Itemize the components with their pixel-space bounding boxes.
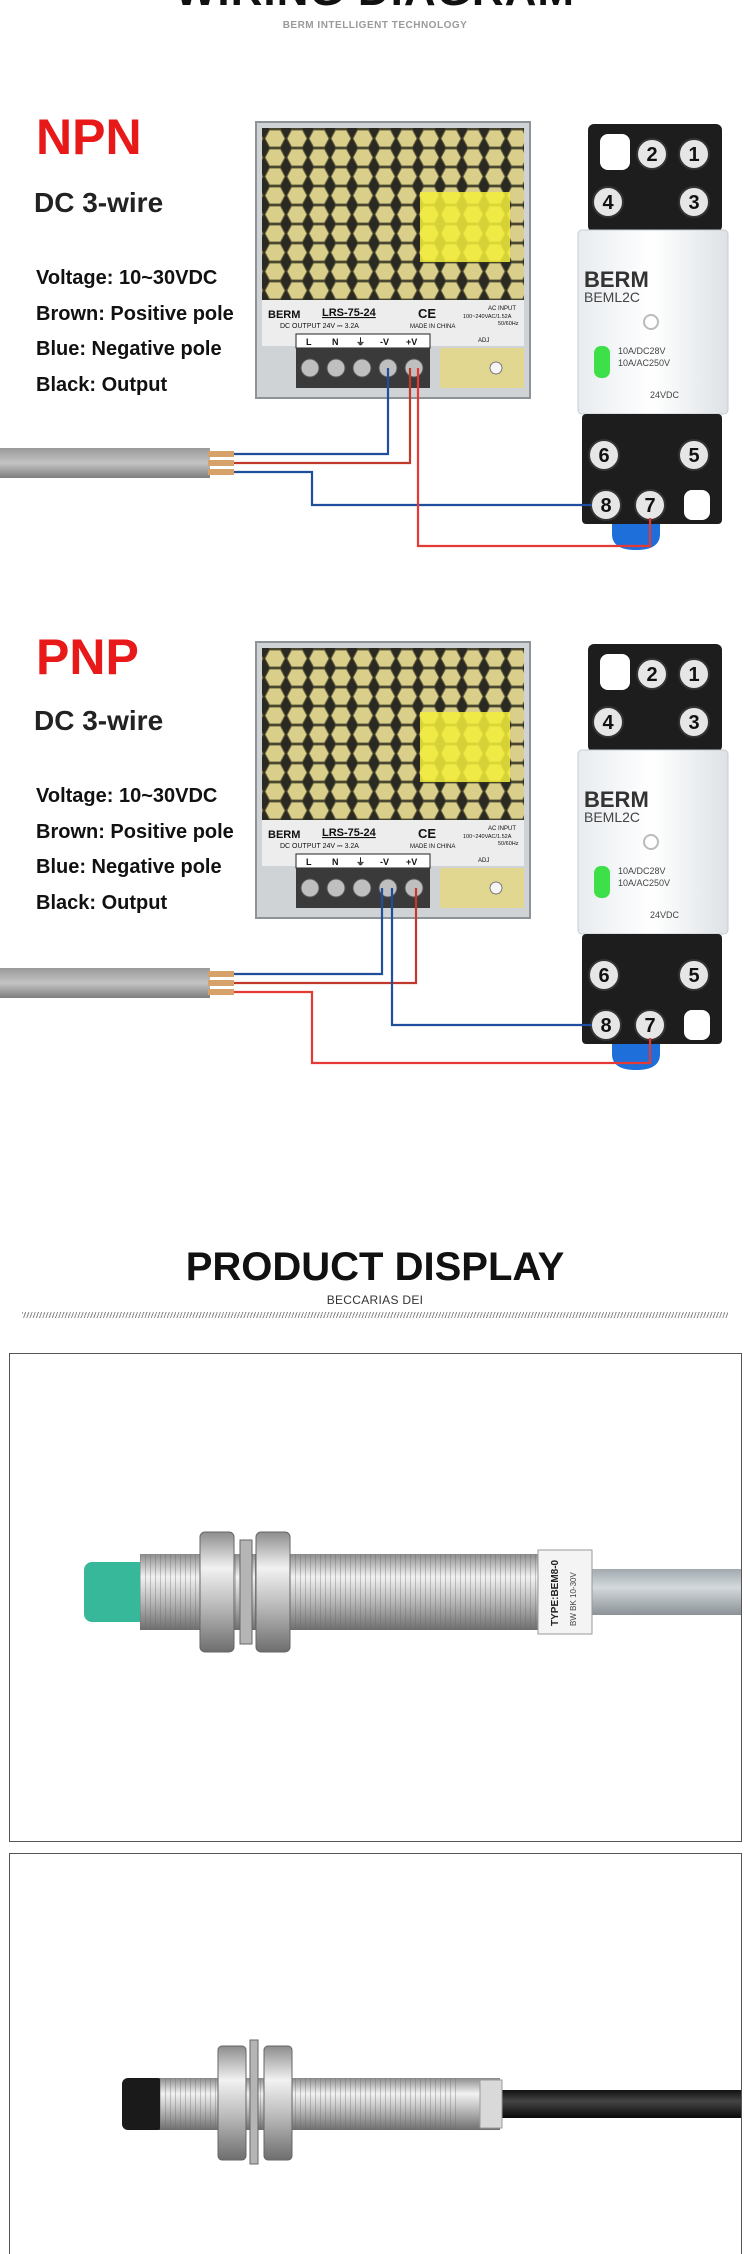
relay: 2 1 4 3 BERM BEML2C 10A/DC28V 10A/AC250V… [577, 644, 729, 1070]
npn-wire-label: DC 3-wire [34, 187, 164, 218]
psu-terminal-neg: -V [380, 337, 389, 347]
relay-coil: 24VDC [650, 390, 680, 400]
relay: 2 1 4 3 BERM BEML2C 10A/DC28V 10A/AC250V… [577, 124, 729, 550]
wiring-diagram-title: WIRING DIAGRAM [0, 0, 750, 16]
product-display-title: PRODUCT DISPLAY [185, 1245, 565, 1289]
psu-terminal-l: L [306, 337, 312, 347]
sensor-teal-cap-image: TYPE:BEM8-0 BW BK 10-30V [84, 1531, 741, 1653]
psu-brand: BERM [268, 309, 300, 321]
relay-pin-6: 6 [598, 965, 609, 987]
spec-brown: Brown: Positive pole [36, 820, 234, 843]
relay-model: BEML2C [584, 289, 640, 305]
relay-pin-2: 2 [646, 144, 657, 166]
sensor-label-type: TYPE:BEM8-0 [550, 1559, 561, 1626]
psu-terminal-ground: ⏚ [356, 857, 365, 867]
relay-rating-ac: 10A/AC250V [618, 358, 670, 368]
relay-pin-8: 8 [600, 1015, 611, 1037]
psu-terminal-pos: +V [406, 857, 417, 867]
pnp-wire-label: DC 3-wire [34, 705, 164, 736]
wiring-diagram-subtitle: BERM INTELLIGENT TECHNOLOGY [282, 20, 468, 31]
relay-pin-3: 3 [688, 712, 699, 734]
relay-pin-5: 5 [688, 965, 699, 987]
psu-made-in: MADE IN CHINA [410, 324, 455, 330]
npn-wires [234, 368, 652, 548]
relay-rating-ac: 10A/AC250V [618, 878, 670, 888]
sensor-label-wires: BW BK 10-30V [569, 1572, 578, 1626]
relay-pin-1: 1 [688, 664, 699, 686]
relay-pin-7: 7 [644, 1015, 655, 1037]
relay-pin-3: 3 [688, 192, 699, 214]
pnp-wiring-diagram: BERM LRS-75-24 CE AC INPUT 100~240VAC/1.… [0, 641, 729, 1070]
psu-terminal-pos: +V [406, 337, 417, 347]
psu-terminal-n: N [332, 337, 339, 347]
product-photo-2 [9, 1853, 742, 2254]
sensor-black-cap-image [122, 2039, 741, 2165]
relay-brand: BERM [584, 787, 649, 812]
psu-terminal-l: L [306, 857, 312, 867]
npn-wiring-diagram: BERM LRS-75-24 CE AC INPUT 100~240VAC/1.… [0, 121, 729, 550]
npn-label: NPN [36, 109, 142, 165]
relay-brand: BERM [584, 267, 649, 292]
psu-ac-input: AC INPUT [488, 826, 516, 832]
pnp-label: PNP [36, 629, 139, 685]
power-supply: BERM LRS-75-24 CE AC INPUT 100~240VAC/1.… [255, 641, 531, 919]
relay-pin-6: 6 [598, 445, 609, 467]
psu-frequency: 50/60Hz [498, 321, 519, 327]
relay-rating-dc: 10A/DC28V [618, 866, 666, 876]
psu-ce-mark: CE [418, 306, 436, 321]
product-photo-1: TYPE:BEM8-0 BW BK 10-30V [9, 1353, 742, 1842]
spec-voltage: Voltage: 10~30VDC [36, 267, 218, 289]
relay-rating-dc: 10A/DC28V [618, 346, 666, 356]
relay-pin-2: 2 [646, 664, 657, 686]
relay-pin-4: 4 [602, 712, 614, 734]
psu-adj: ADJ [478, 338, 489, 344]
psu-output: DC OUTPUT 24V ⎓ 3.2A [280, 843, 359, 850]
pnp-spec-list: Voltage: 10~30VDC Brown: Positive pole B… [36, 779, 234, 921]
relay-pin-1: 1 [688, 144, 699, 166]
relay-pin-7: 7 [644, 495, 655, 517]
psu-ac-range: 100~240VAC/1.52A [463, 834, 512, 840]
power-supply: BERM LRS-75-24 CE AC INPUT 100~240VAC/1.… [255, 121, 531, 399]
product-display-subtitle: BECCARIAS DEI [326, 1293, 424, 1307]
sensor-cable [0, 448, 234, 478]
psu-ac-input: AC INPUT [488, 306, 516, 312]
psu-terminal-ground: ⏚ [356, 337, 365, 347]
spec-blue: Blue: Negative pole [36, 856, 222, 878]
psu-model: LRS-75-24 [322, 827, 377, 839]
npn-spec-list: Voltage: 10~30VDC Brown: Positive pole B… [36, 261, 234, 403]
relay-pin-4: 4 [602, 192, 614, 214]
psu-terminal-neg: -V [380, 857, 389, 867]
relay-pin-5: 5 [688, 445, 699, 467]
spec-brown: Brown: Positive pole [36, 302, 234, 325]
psu-model: LRS-75-24 [322, 307, 377, 319]
psu-made-in: MADE IN CHINA [410, 844, 455, 850]
pnp-wires [234, 888, 652, 1065]
psu-brand: BERM [268, 829, 300, 841]
psu-ce-mark: CE [418, 826, 436, 841]
psu-output: DC OUTPUT 24V ⎓ 3.2A [280, 323, 359, 330]
relay-coil: 24VDC [650, 910, 680, 920]
psu-adj: ADJ [478, 858, 489, 864]
hatch-divider [22, 1312, 728, 1318]
relay-pin-8: 8 [600, 495, 611, 517]
psu-terminal-n: N [332, 857, 339, 867]
spec-blue: Blue: Negative pole [36, 338, 222, 360]
sensor-cable [0, 968, 234, 998]
spec-black: Black: Output [36, 373, 168, 396]
relay-model: BEML2C [584, 809, 640, 825]
psu-frequency: 50/60Hz [498, 841, 519, 847]
spec-voltage: Voltage: 10~30VDC [36, 785, 218, 807]
spec-black: Black: Output [36, 891, 168, 914]
psu-ac-range: 100~240VAC/1.52A [463, 314, 512, 320]
